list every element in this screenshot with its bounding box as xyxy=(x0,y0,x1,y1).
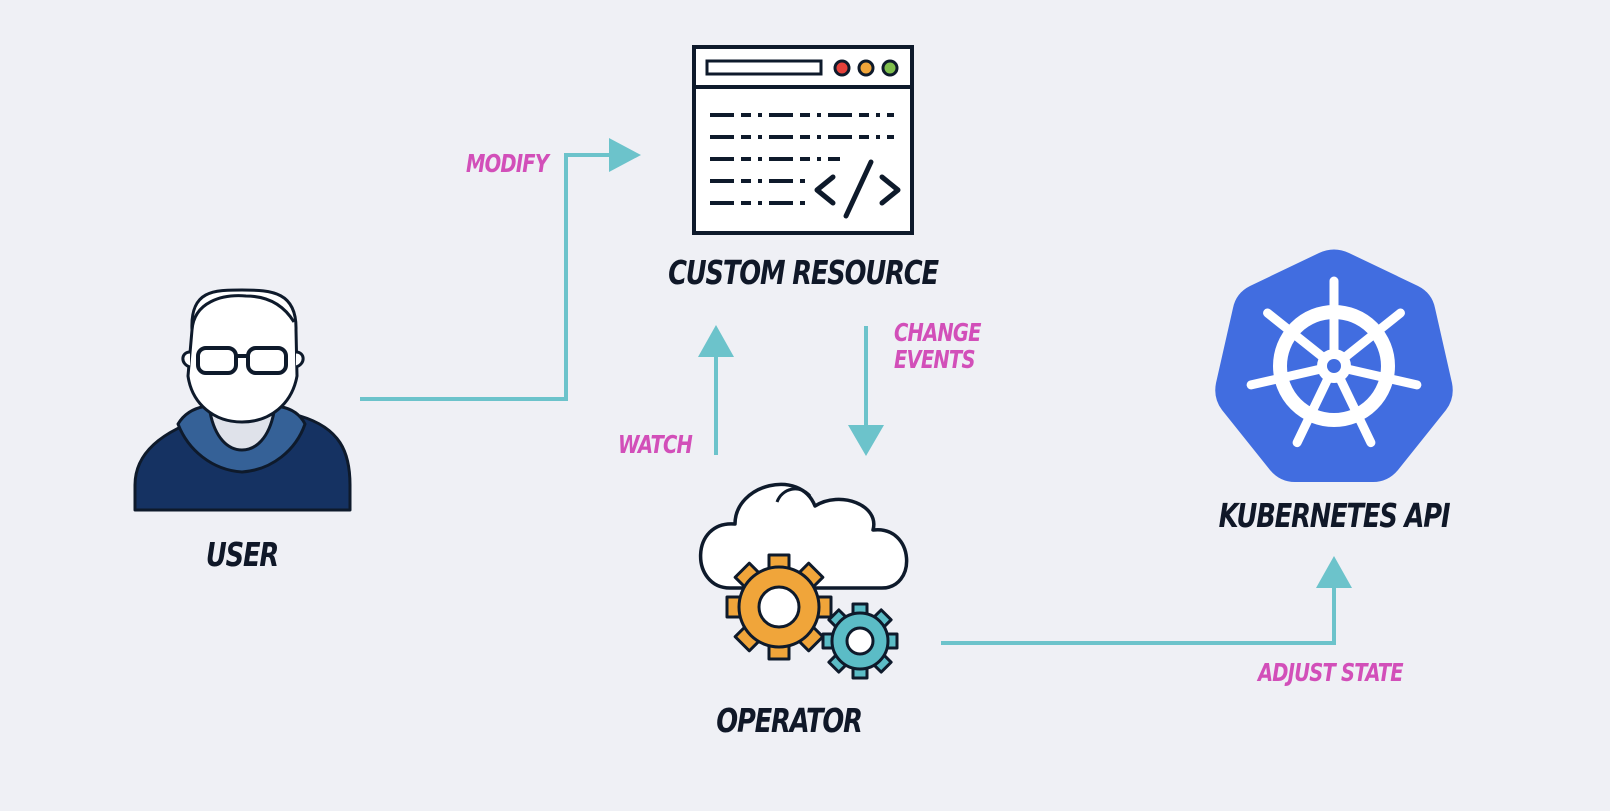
edge-label-modify: MODIFY xyxy=(466,149,549,178)
arrow-change-events xyxy=(848,326,884,456)
arrow-adjust-state xyxy=(941,556,1352,645)
arrow-watch xyxy=(698,325,734,455)
node-label-custom-resource: CUSTOM RESOURCE xyxy=(668,253,939,292)
code-window-icon xyxy=(692,45,914,235)
edge-label-change-events-line-2: EVENTS xyxy=(894,345,976,374)
edge-label-watch: WATCH xyxy=(618,430,693,459)
edge-label-change-events: CHANGE EVENTS xyxy=(894,319,981,373)
edge-label-change-events-line-1: CHANGE xyxy=(894,318,981,347)
node-label-user: USER xyxy=(205,535,279,574)
arrow-modify xyxy=(360,138,641,401)
node-label-operator: OPERATOR xyxy=(716,701,863,740)
node-label-kubernetes-api: KUBERNETES API xyxy=(1218,496,1451,535)
cloud-gears-icon xyxy=(698,482,909,680)
user-with-glasses-icon xyxy=(133,288,352,512)
kubernetes-helm-icon xyxy=(1215,249,1453,482)
edge-label-adjust-state: ADJUST STATE xyxy=(1258,658,1404,687)
